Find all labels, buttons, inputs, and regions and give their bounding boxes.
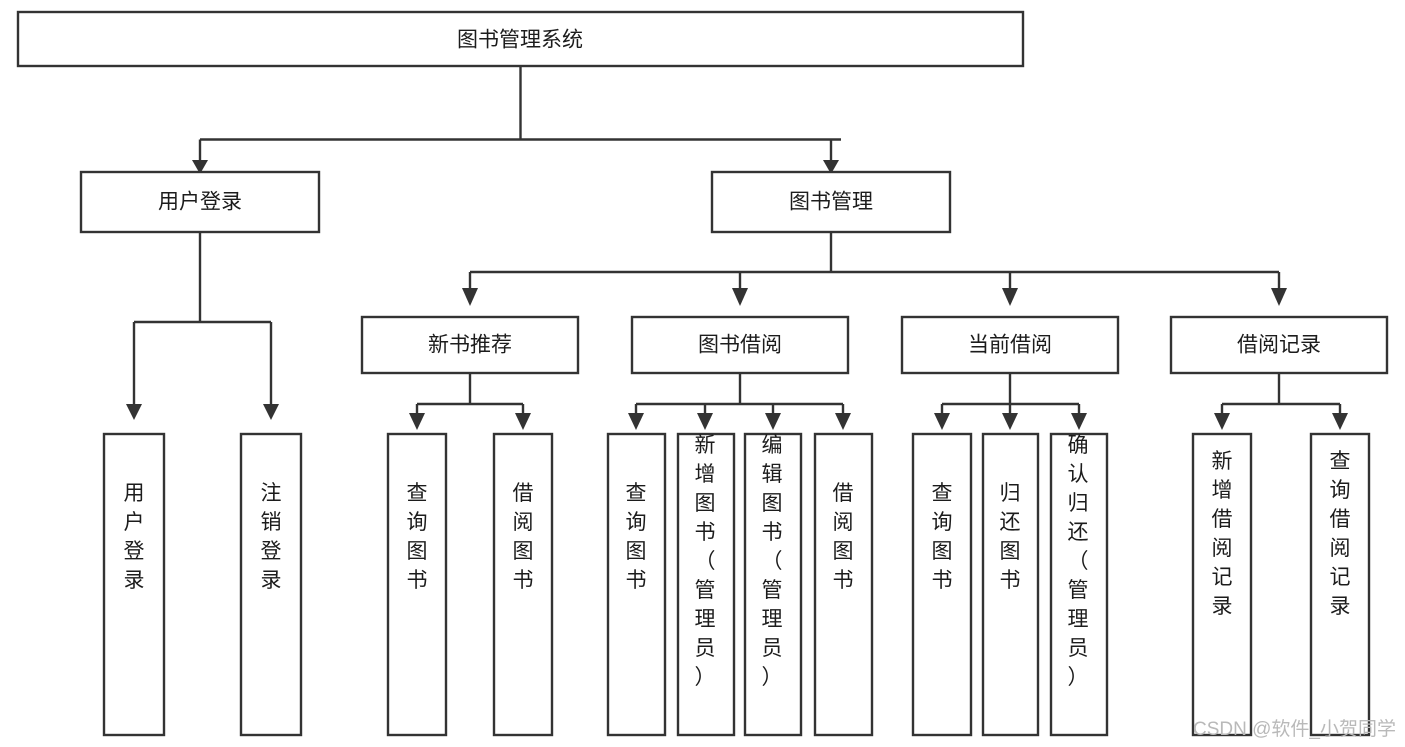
arrow-book-borrow-leaf-4 bbox=[835, 413, 851, 430]
node-leaf-add-book[interactable]: 新增图书（管理员） bbox=[676, 432, 736, 737]
node-leaf-query-book-3-box[interactable] bbox=[911, 432, 973, 737]
node-leaf-borrow-book-2-label: 借阅图书 bbox=[833, 482, 854, 592]
arrow-book-borrow-leaf-2 bbox=[697, 413, 713, 430]
connector-layer bbox=[126, 66, 1348, 430]
node-leaf-user-login[interactable]: 用户登录 bbox=[102, 432, 166, 737]
arrow-book-manage-to-new-book bbox=[462, 288, 478, 306]
node-leaf-return-book[interactable]: 归还图书 bbox=[981, 432, 1040, 737]
node-new-book-recommend[interactable]: 新书推荐 bbox=[360, 315, 580, 375]
node-book-borrow-box[interactable] bbox=[630, 315, 850, 375]
node-leaf-add-record[interactable]: 新增借阅记录 bbox=[1191, 432, 1253, 737]
node-leaf-logout-label: 注销登录 bbox=[261, 482, 282, 592]
node-leaf-edit-book[interactable]: 编辑图书（管理员） bbox=[743, 432, 803, 737]
csdn-watermark: CSDN @软件_小贺同学 bbox=[1193, 718, 1396, 740]
node-leaf-query-book-1[interactable]: 查询图书 bbox=[386, 432, 448, 737]
node-leaf-borrow-book-2[interactable]: 借阅图书 bbox=[813, 432, 874, 737]
node-leaf-query-book-3[interactable]: 查询图书 bbox=[911, 432, 973, 737]
node-leaf-query-book-1-box[interactable] bbox=[386, 432, 448, 737]
node-leaf-logout-box[interactable] bbox=[239, 432, 303, 737]
node-root[interactable]: 图书管理系统 bbox=[16, 10, 1025, 68]
node-leaf-borrow-book-2-box[interactable] bbox=[813, 432, 874, 737]
node-leaf-query-book-1-label: 查询图书 bbox=[407, 482, 428, 592]
node-book-manage-box[interactable] bbox=[710, 170, 952, 234]
node-leaf-add-book-box[interactable] bbox=[676, 432, 736, 737]
node-leaf-query-record[interactable]: 查询借阅记录 bbox=[1309, 432, 1371, 737]
node-leaf-edit-book-box[interactable] bbox=[743, 432, 803, 737]
node-leaf-logout[interactable]: 注销登录 bbox=[239, 432, 303, 737]
node-book-borrow-label: 图书借阅 bbox=[698, 334, 782, 357]
node-user-login-box[interactable] bbox=[79, 170, 321, 234]
node-leaf-add-book-label: 新增图书（管理员） bbox=[695, 434, 716, 689]
arrow-new-book-leaf-2 bbox=[515, 413, 531, 430]
arrow-current-borrow-leaf-3 bbox=[1071, 413, 1087, 430]
node-leaf-user-login-box[interactable] bbox=[102, 432, 166, 737]
node-leaf-query-book-2[interactable]: 查询图书 bbox=[606, 432, 667, 737]
node-leaf-confirm-return[interactable]: 确认归还（管理员） bbox=[1049, 432, 1109, 737]
node-new-book-recommend-box[interactable] bbox=[360, 315, 580, 375]
node-leaf-confirm-return-label: 确认归还（管理员） bbox=[1068, 434, 1089, 689]
arrow-user-login-leaf-2 bbox=[263, 404, 279, 420]
node-leaf-borrow-book-1[interactable]: 借阅图书 bbox=[492, 432, 554, 737]
node-current-borrow-box[interactable] bbox=[900, 315, 1120, 375]
node-leaf-query-book-2-label: 查询图书 bbox=[626, 482, 647, 592]
node-leaf-add-record-box[interactable] bbox=[1191, 432, 1253, 737]
node-leaf-return-book-box[interactable] bbox=[981, 432, 1040, 737]
arrow-book-manage-to-current-borrow bbox=[1002, 288, 1018, 306]
node-leaf-query-book-2-box[interactable] bbox=[606, 432, 667, 737]
arrow-borrow-record-leaf-2 bbox=[1332, 413, 1348, 430]
arrow-book-borrow-leaf-3 bbox=[765, 413, 781, 430]
arrow-root-to-book-manage bbox=[823, 160, 839, 174]
node-book-borrow[interactable]: 图书借阅 bbox=[630, 315, 850, 375]
node-borrow-record[interactable]: 借阅记录 bbox=[1169, 315, 1389, 375]
node-root-box[interactable] bbox=[16, 10, 1025, 68]
node-current-borrow[interactable]: 当前借阅 bbox=[900, 315, 1120, 375]
node-leaf-borrow-book-1-box[interactable] bbox=[492, 432, 554, 737]
arrow-new-book-leaf-1 bbox=[409, 413, 425, 430]
node-current-borrow-label: 当前借阅 bbox=[968, 334, 1052, 357]
arrow-book-manage-to-book-borrow bbox=[732, 288, 748, 306]
node-borrow-record-label: 借阅记录 bbox=[1237, 334, 1321, 357]
arrow-root-to-user-login bbox=[192, 160, 208, 174]
arrow-book-manage-to-borrow-record bbox=[1271, 288, 1287, 306]
node-leaf-confirm-return-box[interactable] bbox=[1049, 432, 1109, 737]
node-root-label: 图书管理系统 bbox=[457, 29, 583, 52]
arrow-borrow-record-leaf-1 bbox=[1214, 413, 1230, 430]
arrow-current-borrow-leaf-1 bbox=[934, 413, 950, 430]
node-new-book-recommend-label: 新书推荐 bbox=[428, 334, 512, 357]
node-book-manage-label: 图书管理 bbox=[789, 191, 873, 214]
node-leaf-query-record-box[interactable] bbox=[1309, 432, 1371, 737]
node-user-login-label: 用户登录 bbox=[158, 191, 242, 214]
node-leaf-add-record-label: 新增借阅记录 bbox=[1212, 450, 1233, 618]
node-leaf-borrow-book-1-label: 借阅图书 bbox=[513, 482, 534, 592]
node-leaf-user-login-label: 用户登录 bbox=[124, 482, 145, 592]
arrow-book-borrow-leaf-1 bbox=[628, 413, 644, 430]
node-book-manage[interactable]: 图书管理 bbox=[710, 170, 952, 234]
node-user-login[interactable]: 用户登录 bbox=[79, 170, 321, 234]
arrow-user-login-leaf-1 bbox=[126, 404, 142, 420]
node-leaf-edit-book-label: 编辑图书（管理员） bbox=[762, 434, 783, 689]
node-leaf-query-book-3-label: 查询图书 bbox=[932, 482, 953, 592]
node-borrow-record-box[interactable] bbox=[1169, 315, 1389, 375]
node-leaf-return-book-label: 归还图书 bbox=[1000, 482, 1021, 592]
node-leaf-query-record-label: 查询借阅记录 bbox=[1330, 450, 1351, 618]
arrow-current-borrow-leaf-2 bbox=[1002, 413, 1018, 430]
